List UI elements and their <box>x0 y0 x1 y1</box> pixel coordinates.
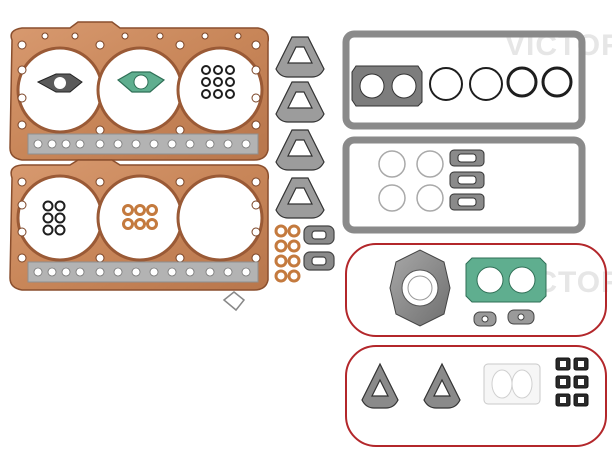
valve-cover-gasket-middle <box>342 136 586 234</box>
head-gasket-bottom <box>9 159 270 291</box>
clip-part <box>222 291 246 312</box>
flange-gaskets <box>303 225 335 271</box>
head-gasket-top <box>9 21 270 161</box>
manifold-gaskets <box>275 36 325 219</box>
oring-group-lower <box>345 345 607 447</box>
valve-cover-gasket-top <box>342 30 586 130</box>
copper-washers <box>274 224 301 283</box>
oring-group-upper <box>345 243 607 337</box>
